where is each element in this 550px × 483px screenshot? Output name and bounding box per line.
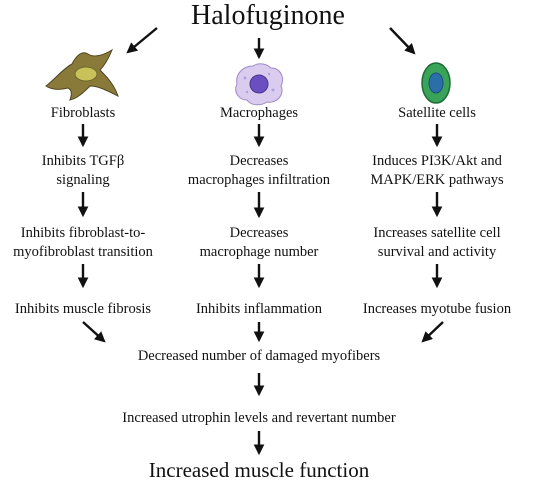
step-text: Decreases <box>229 153 289 169</box>
step-text: Increases myotube fusion <box>362 301 512 317</box>
arrow-title-to-satellite <box>389 27 416 55</box>
column-header-fibroblasts: Fibroblasts <box>50 105 116 121</box>
macrophage-cell-icon <box>235 63 284 106</box>
step-text: survival and activity <box>377 244 497 260</box>
arrow-title-to-fibroblasts <box>126 27 158 54</box>
column-header-satellite-cells: Satellite cells <box>398 105 476 121</box>
step-text: MAPK/ERK pathways <box>370 172 504 188</box>
step-text: macrophages infiltration <box>187 172 331 188</box>
diagram-title: Halofuginone <box>191 0 345 31</box>
step-text: Decreases <box>229 225 289 241</box>
arrow-fusion-to-converge <box>421 321 444 343</box>
fibroblast-cell-icon <box>45 48 119 101</box>
column-header-macrophages: Macrophages <box>219 105 299 121</box>
step-text: macrophage number <box>199 244 319 260</box>
step-text: signaling <box>56 172 110 188</box>
final-outcome: Increased muscle function <box>148 458 370 482</box>
converge-outcome: Decreased number of damaged myofibers <box>137 348 381 364</box>
arrow-fibrosis-to-converge <box>82 321 106 343</box>
step-text: Increases satellite cell <box>373 225 501 241</box>
step-text: myofibroblast transition <box>13 244 153 260</box>
step-text: Inhibits inflammation <box>195 301 323 317</box>
step-text: Inhibits fibroblast-to- <box>20 225 146 241</box>
step-text: Induces PI3K/Akt and <box>372 153 502 169</box>
satellite-cell-icon <box>421 62 451 104</box>
step-text: Inhibits muscle fibrosis <box>14 301 152 317</box>
step-text: Inhibits TGFβ <box>41 153 125 169</box>
utrophin-outcome: Increased utrophin levels and revertant … <box>122 410 396 426</box>
